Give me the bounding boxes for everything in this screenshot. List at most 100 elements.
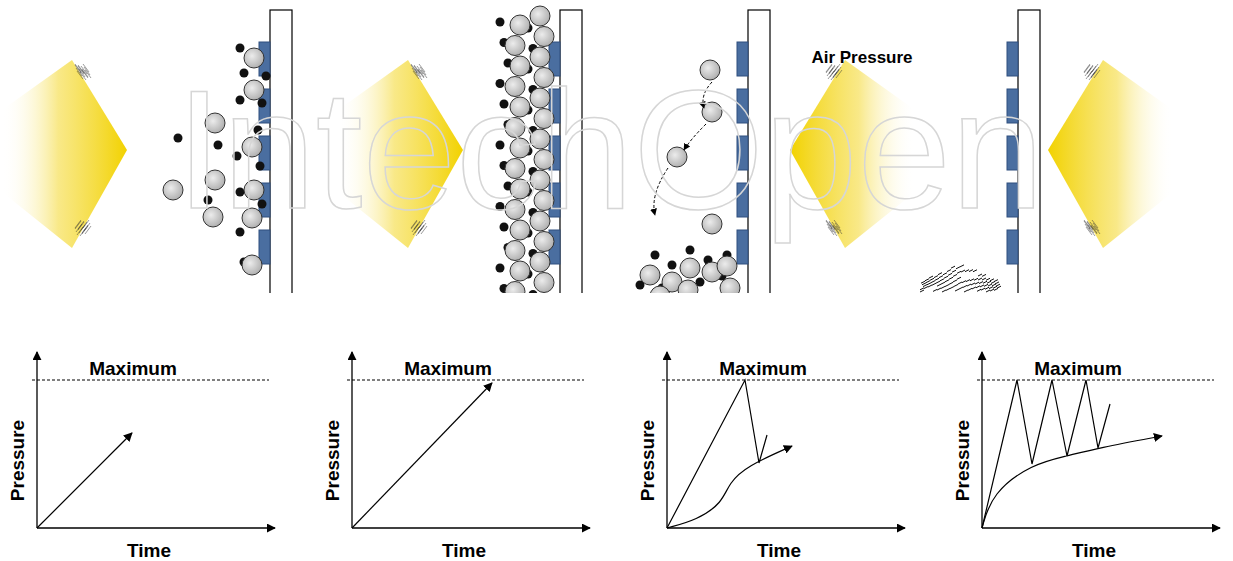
dust-heap	[974, 278, 978, 280]
dust-heap	[979, 282, 983, 284]
dust-particle	[650, 286, 670, 293]
spray-edge	[82, 70, 88, 78]
pressure-chart	[977, 352, 1220, 528]
dust-heap	[920, 290, 924, 292]
axis-title: Pressure	[639, 419, 658, 500]
air-spray	[1048, 60, 1173, 248]
filter-pad	[259, 230, 270, 264]
axis-title: Pressure	[954, 419, 973, 500]
dust-heap	[922, 283, 926, 285]
spray-edge	[1094, 70, 1100, 78]
dust-heap	[976, 286, 980, 288]
dust-heap	[971, 283, 975, 285]
spray-cone	[1048, 60, 1173, 248]
dust-heap	[920, 288, 924, 290]
maximum-line	[662, 380, 899, 381]
axis-title: Time	[757, 541, 801, 560]
spray-edge	[1091, 226, 1097, 234]
dust-particle	[534, 27, 554, 47]
dust-heap	[962, 281, 966, 283]
maximum-line	[32, 380, 269, 381]
spray-edge	[85, 226, 91, 234]
maximum-label: Maximum	[404, 359, 492, 378]
dust-heap	[949, 277, 953, 279]
dust-heap	[932, 283, 936, 285]
dust-heap	[951, 266, 955, 268]
dust-heap	[945, 285, 949, 287]
y-axis	[981, 352, 982, 528]
axis-title: Time	[1072, 541, 1116, 560]
spray-edge	[1091, 70, 1097, 78]
dust-heap	[987, 281, 991, 283]
dust-heap	[937, 288, 941, 290]
dust-heap	[925, 279, 929, 281]
dust-heap	[990, 289, 994, 291]
dust-heap	[946, 288, 950, 290]
dust-heap	[934, 276, 938, 278]
dust-heap	[924, 287, 928, 289]
spray-edge	[82, 226, 88, 234]
dust-particle	[530, 47, 550, 67]
x-axis	[982, 527, 1220, 528]
pressure-line	[352, 383, 492, 528]
dust-heap	[965, 270, 969, 272]
pressure-line	[982, 380, 1110, 528]
axis-title: Time	[442, 541, 486, 560]
dust-particle	[505, 241, 525, 261]
fine-particle	[668, 261, 677, 270]
dust-heap	[943, 273, 947, 275]
dust-heap	[960, 265, 964, 267]
dust-heap	[947, 270, 951, 272]
dust-particle	[242, 255, 262, 275]
dust-particle	[510, 15, 530, 35]
dust-heap	[993, 286, 997, 288]
filter-pad	[1007, 230, 1018, 264]
y-axis	[36, 352, 37, 528]
air-pressure-label: Air Pressure	[811, 49, 912, 66]
dust-heap	[961, 270, 965, 272]
fine-particle	[529, 290, 538, 293]
dust-heap	[954, 284, 958, 286]
dust-heap	[977, 289, 981, 291]
dust-particle	[505, 36, 525, 56]
dust-heap	[953, 274, 957, 276]
dust-heap	[952, 270, 956, 272]
dust-heap	[945, 280, 949, 282]
dust-heap	[982, 278, 986, 280]
dust-heap	[986, 278, 990, 280]
dust-heap	[996, 284, 1000, 286]
fine-particle	[236, 44, 245, 53]
dust-heap	[973, 270, 977, 272]
dust-heap	[992, 284, 996, 286]
dust-heap	[930, 278, 934, 280]
dust-heap	[929, 276, 933, 278]
dust-heap	[923, 285, 927, 287]
dust-particle	[640, 265, 660, 285]
dust-heap	[989, 287, 993, 289]
maximum-label: Maximum	[89, 359, 177, 378]
dust-heap	[994, 288, 998, 290]
dust-particle	[510, 261, 530, 281]
x-axis	[37, 527, 275, 528]
dust-heap	[926, 281, 930, 283]
dust-heap	[953, 280, 957, 282]
dust-heap	[940, 279, 944, 281]
dust-particle	[680, 258, 700, 278]
dust-heap	[980, 285, 984, 287]
x-axis	[352, 527, 590, 528]
spray-edge	[1087, 222, 1093, 230]
dust-heap	[956, 267, 960, 269]
dust-heap	[970, 279, 974, 281]
axis-title: Time	[127, 541, 171, 560]
dust-heap	[978, 274, 982, 276]
dust-heap	[967, 284, 971, 286]
dust-heap	[986, 290, 990, 292]
dust-heap	[921, 281, 925, 283]
dust-heap	[982, 274, 986, 276]
dust-heap	[936, 281, 940, 283]
pressure-line	[667, 380, 767, 528]
dust-heap	[927, 283, 931, 285]
dust-heap	[984, 284, 988, 286]
fine-particle	[651, 251, 660, 260]
axis-title: Pressure	[324, 419, 343, 500]
